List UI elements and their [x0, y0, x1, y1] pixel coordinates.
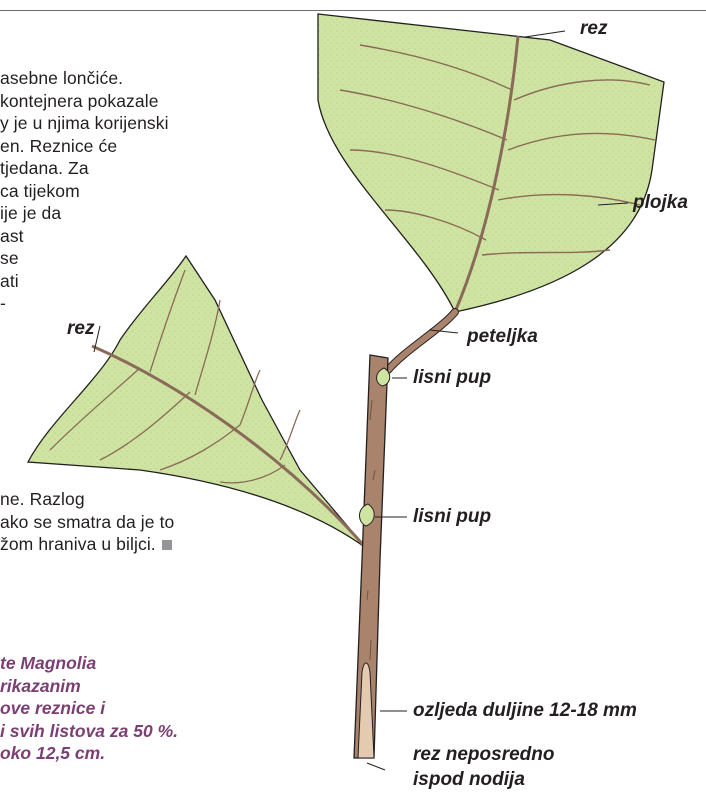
- caption-line: i svih listova za 50 %.: [0, 720, 178, 743]
- text-line: ca tijekom: [0, 180, 169, 203]
- body-paragraph-2: ne. Razlog ako se smatra da je to žom hr…: [0, 488, 174, 556]
- text-line: ije je da: [0, 202, 169, 225]
- label-ispod-nodija: ispod nodija: [413, 769, 525, 791]
- text-line: tjedana. Za: [0, 157, 169, 180]
- text-line: en. Reznice će: [0, 135, 169, 158]
- text-line: ako se smatra da je to: [0, 511, 174, 534]
- label-lisni-pup-lower: lisni pup: [413, 506, 491, 528]
- end-of-article-square-icon: [162, 540, 172, 550]
- caption-line: ove reznice i: [0, 697, 178, 720]
- text-line: žom hraniva u biljci.: [0, 533, 174, 556]
- label-rez-top: rez: [580, 18, 607, 40]
- label-plojka: plojka: [633, 192, 688, 214]
- text-line-content: žom hraniva u biljci.: [0, 534, 156, 554]
- label-rez-neposredno: rez neposredno: [413, 744, 554, 766]
- caption-line: oko 12,5 cm.: [0, 742, 178, 765]
- text-line: se: [0, 247, 169, 270]
- text-line: ne. Razlog: [0, 488, 174, 511]
- text-line: asebne lončiće.: [0, 67, 169, 90]
- label-rez-left: rez: [67, 318, 94, 340]
- figure-caption: te Magnolia rikazanim ove reznice i i sv…: [0, 652, 178, 765]
- label-ozljeda: ozljeda duljine 12-18 mm: [413, 700, 637, 722]
- text-line: kontejnera pokazale: [0, 90, 169, 113]
- text-line: ast: [0, 225, 169, 248]
- caption-line: rikazanim: [0, 675, 178, 698]
- text-line: -: [0, 292, 169, 315]
- text-line: ati: [0, 270, 169, 293]
- caption-line: te Magnolia: [0, 652, 178, 675]
- upper-leaf: [318, 14, 664, 312]
- label-peteljka: peteljka: [467, 326, 538, 348]
- label-lisni-pup-upper: lisni pup: [413, 367, 491, 389]
- body-paragraph-1: asebne lončiće. kontejnera pokazale y je…: [0, 67, 169, 315]
- text-line: y je u njima korijenski: [0, 112, 169, 135]
